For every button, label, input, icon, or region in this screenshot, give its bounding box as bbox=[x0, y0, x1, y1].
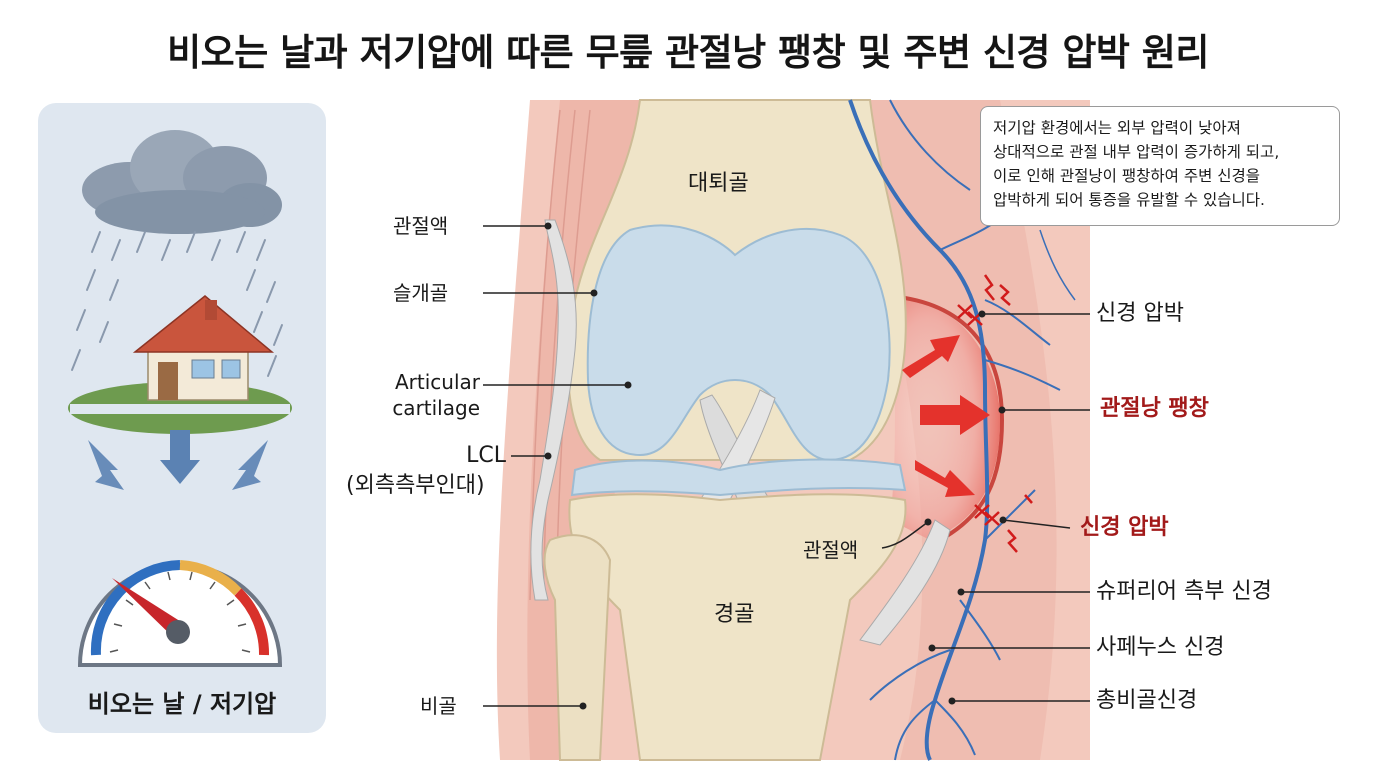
femoral-cartilage bbox=[586, 224, 891, 462]
explanation-line: 압박하게 되어 통증을 유발할 수 있습니다. bbox=[993, 191, 1265, 209]
label-synovial-fluid-left: 관절액 bbox=[393, 214, 449, 238]
label-patella: 슬개골 bbox=[393, 281, 449, 305]
fibula-bone bbox=[543, 534, 612, 761]
lcl-ligament bbox=[530, 219, 577, 601]
rain-icon bbox=[71, 231, 283, 377]
label-articular-cartilage-2: cartilage bbox=[392, 396, 480, 420]
weather-caption: 비오는 날 / 저기압 bbox=[87, 690, 277, 718]
label-femur: 대퇴골 bbox=[688, 171, 749, 196]
barometer-gauge-icon bbox=[77, 560, 283, 667]
page-title: 비오는 날과 저기압에 따른 무릎 관절낭 팽창 및 주변 신경 압박 원리 bbox=[167, 31, 1209, 74]
cloud-icon bbox=[82, 130, 282, 234]
house-icon bbox=[68, 295, 292, 434]
explanation-box: 저기압 환경에서는 외부 압력이 낮아져 상대적으로 관절 내부 압력이 증가하… bbox=[980, 106, 1340, 226]
nerve-network bbox=[848, 99, 1076, 761]
down-arrow-icon bbox=[88, 430, 268, 490]
label-articular-cartilage-1: Articular bbox=[394, 370, 480, 394]
label-capsule-swelling: 관절낭 팽창 bbox=[1100, 396, 1209, 421]
label-nerve-compression-bottom: 신경 압박 bbox=[1080, 515, 1169, 540]
label-lcl-full: (외측측부인대) bbox=[346, 473, 485, 498]
label-fibula: 비골 bbox=[420, 694, 457, 718]
label-saphenous-nerve: 사페누스 신경 bbox=[1096, 635, 1225, 660]
compression-spark-icon bbox=[957, 274, 1033, 553]
label-lcl: LCL bbox=[466, 443, 506, 468]
label-nerve-compression-top: 신경 압박 bbox=[1096, 301, 1184, 326]
label-common-peroneal-nerve: 총비골신경 bbox=[1096, 688, 1198, 713]
explanation-line: 이로 인해 관절낭이 팽창하여 주변 신경을 bbox=[993, 167, 1261, 185]
label-synovial-fluid-right: 관절액 bbox=[803, 538, 859, 562]
label-superior-lateral-nerve: 슈퍼리어 측부 신경 bbox=[1096, 579, 1272, 604]
pressure-arrow-icon bbox=[902, 335, 990, 497]
label-tibia: 경골 bbox=[714, 602, 755, 627]
medial-ligament bbox=[859, 519, 951, 646]
explanation-line: 저기압 환경에서는 외부 압력이 낮아져 bbox=[993, 119, 1241, 137]
meniscus bbox=[570, 458, 907, 497]
leader-lines bbox=[483, 225, 1090, 707]
explanation-line: 상대적으로 관절 내부 압력이 증가하게 되고, bbox=[993, 143, 1280, 161]
leader-dots bbox=[544, 222, 1007, 710]
